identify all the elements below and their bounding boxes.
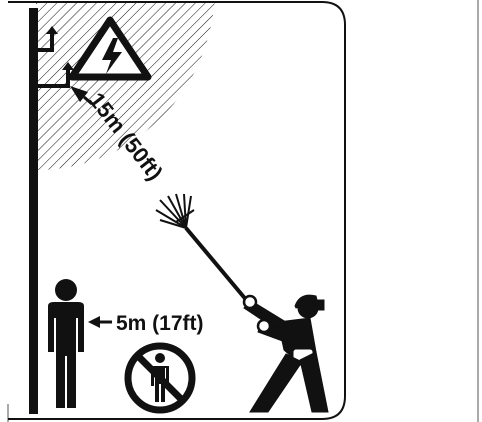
utility-pole-icon — [29, 8, 38, 414]
illustration-panel — [29, 0, 328, 414]
no-bystanders-icon — [128, 346, 192, 410]
pole-saw-icon — [156, 194, 248, 302]
bystander-distance-arrow — [88, 316, 112, 328]
bystander-distance-label: 5m (17ft) — [116, 312, 204, 335]
bystander-person-icon — [48, 279, 84, 408]
operator-with-pole-saw-icon — [244, 295, 328, 412]
